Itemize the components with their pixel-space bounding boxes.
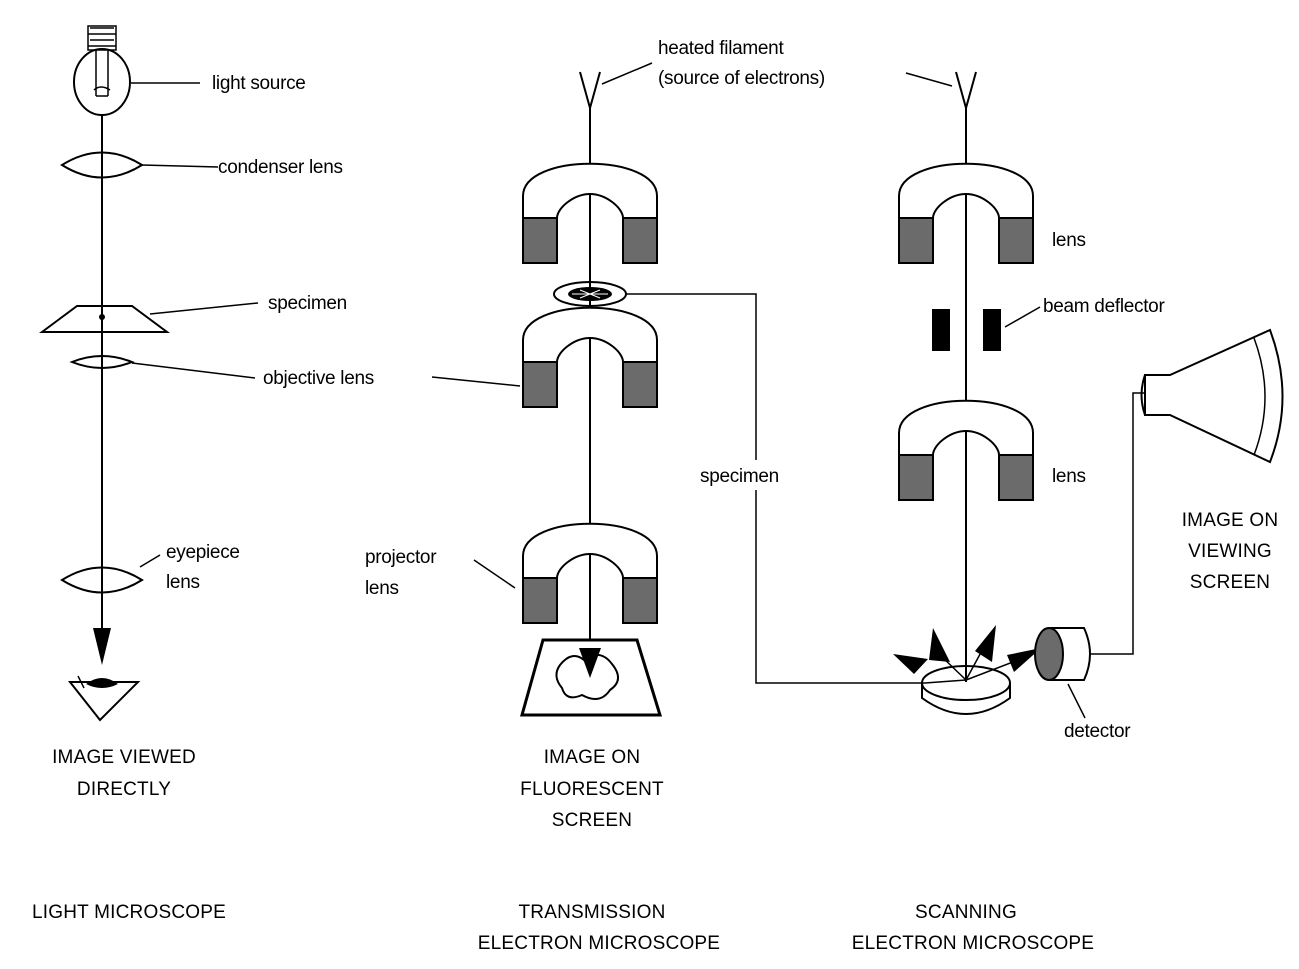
eyepiece-label-line1: eyepiece [166, 542, 240, 563]
sem-filament-icon [955, 71, 977, 112]
tem-image-caption-line1: IMAGE ON [544, 747, 641, 768]
sem-lens-top-label: lens [1052, 230, 1086, 251]
objective-lens-label: objective lens [263, 368, 374, 389]
light-microscope-title: LIGHT MICROSCOPE [32, 902, 226, 923]
specimen-connector-bottom [755, 490, 925, 684]
shared-specimen-label: specimen [700, 466, 779, 487]
sem-image-caption-line3: SCREEN [1190, 572, 1270, 593]
light-image-caption-line2: DIRECTLY [77, 779, 171, 800]
beam-deflector [932, 309, 1001, 351]
tem-image-caption-line2: FLUORESCENT [520, 779, 664, 800]
viewing-screen-icon [1140, 328, 1284, 464]
beam-deflector-label: beam deflector [1043, 296, 1165, 317]
specimen-label: specimen [268, 293, 347, 314]
scanning-electron-microscope: lens beam deflector lens [852, 71, 1284, 954]
condenser-lens-label: condenser lens [218, 157, 343, 178]
detector-label: detector [1064, 721, 1131, 742]
projector-lens-label-line1: projector [365, 547, 437, 568]
sem-image-caption-line1: IMAGE ON [1182, 510, 1279, 531]
specimen-slide [38, 305, 171, 333]
objective-lens [69, 355, 135, 369]
eyepiece-label-line2: lens [166, 572, 200, 593]
tem-title-line2: ELECTRON MICROSCOPE [478, 933, 720, 954]
projector-lens-label-line2: lens [365, 578, 399, 599]
sem-specimen-stage [893, 625, 1041, 715]
eye-icon [67, 675, 141, 722]
sem-image-caption-line2: VIEWING [1188, 541, 1272, 562]
sem-title-line2: ELECTRON MICROSCOPE [852, 933, 1094, 954]
filament-label-line2: (source of electrons) [658, 68, 825, 89]
fluorescent-screen [520, 638, 663, 717]
sem-lens-bottom-label: lens [1052, 466, 1086, 487]
light-microscope: light source condenser lens specimen obj… [32, 25, 374, 923]
light-source-label: light source [212, 73, 306, 94]
specimen-connector-top [626, 293, 757, 460]
tem-image-caption-line3: SCREEN [552, 810, 632, 831]
transmission-electron-microscope: heated filament (source of electrons) pr… [365, 38, 825, 954]
light-bulb-icon [73, 25, 131, 116]
sem-title-line1: SCANNING [915, 902, 1017, 923]
arrow-down-icon [93, 628, 111, 665]
detector-icon [1034, 392, 1145, 681]
tem-title-line1: TRANSMISSION [518, 902, 665, 923]
tem-specimen [553, 281, 627, 307]
filament-label-line1: heated filament [658, 38, 784, 59]
light-image-caption-line1: IMAGE VIEWED [52, 747, 196, 768]
filament-icon [579, 71, 601, 112]
eyepiece-lens [60, 566, 144, 594]
